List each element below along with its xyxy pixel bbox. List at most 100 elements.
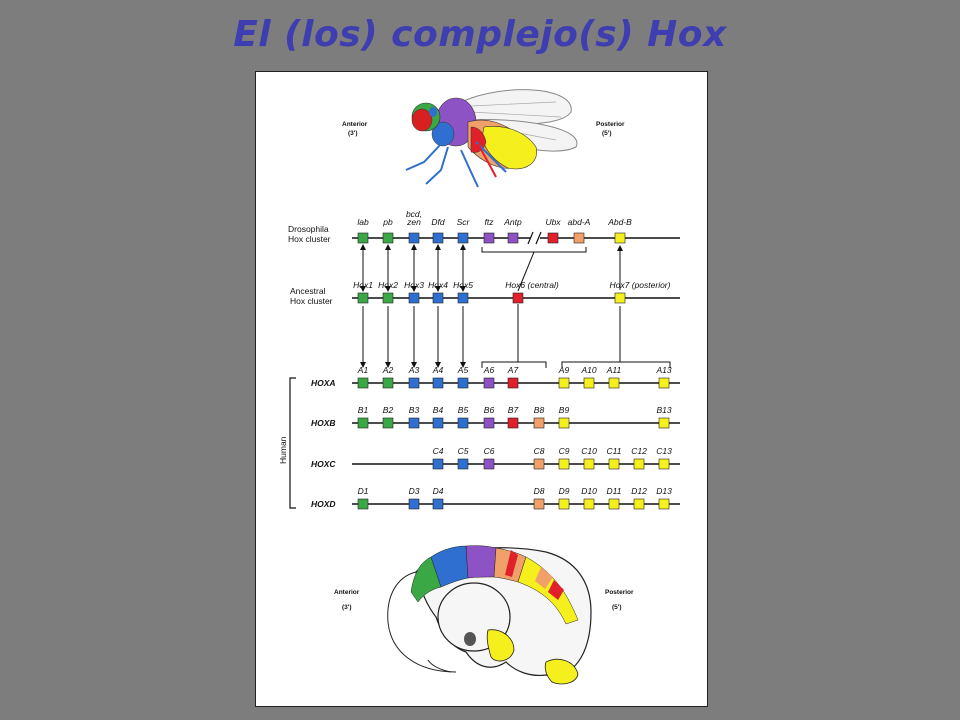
human-bracket (289, 377, 296, 509)
embryo-anterior-sub: (3') (342, 604, 352, 611)
drosophila-gene-6-label: ftz (485, 217, 495, 227)
hoxd-gene-d1-label: D1 (358, 486, 369, 496)
hoxb-gene-b9-label: B9 (559, 405, 570, 415)
hoxa-gene-a6-box (483, 377, 495, 389)
hoxb-gene-b13-box (658, 417, 670, 429)
drosophila-gene-3-label: bcd,zen (406, 209, 422, 227)
hoxd-label: HOXD (311, 499, 336, 509)
hoxa-gene-a9-label: A9 (558, 365, 570, 375)
hoxc-gene-c6-box (483, 458, 495, 470)
hoxb-gene-b9-box (558, 417, 570, 429)
embryo-illustration: Anterior (3') Posterior (5') (334, 545, 634, 685)
hoxc-gene-c6-label: C6 (484, 446, 495, 456)
drosophila-gene-9-label: abd-A (568, 217, 591, 227)
hoxb-gene-b13-label: B13 (656, 405, 671, 415)
homology-arrows (362, 246, 671, 368)
hoxc-gene-c10-box (583, 458, 595, 470)
hoxb-gene-b2-box (382, 417, 394, 429)
hoxd-gene-d13-box (658, 498, 670, 510)
drosophila-gene-5-box (457, 232, 469, 244)
hoxb-label: HOXB (311, 418, 336, 428)
hoxa-gene-a10-box (583, 377, 595, 389)
hoxb-gene-b5-box (457, 417, 469, 429)
drosophila-gene-4-box (432, 232, 444, 244)
hoxc-gene-c5-label: C5 (458, 446, 469, 456)
hoxc-gene-c9-box (558, 458, 570, 470)
hoxb-gene-b1-box (357, 417, 369, 429)
hoxc-gene-c11-box (608, 458, 620, 470)
hoxc-gene-c13-box (658, 458, 670, 470)
drosophila-gene-7-label: Antp (503, 217, 522, 227)
ancestral-gene-3-box (408, 292, 420, 304)
hoxc-gene-c8-label: C8 (534, 446, 545, 456)
hoxd-gene-d9-box (558, 498, 570, 510)
fly-eye (411, 108, 433, 132)
drosophila-gene-2-box (382, 232, 394, 244)
hoxb-gene-b3-label: B3 (409, 405, 420, 415)
hoxd-gene-d3-box (408, 498, 420, 510)
hoxb-gene-b7-box (507, 417, 519, 429)
hoxa-gene-a5-label: A5 (457, 365, 469, 375)
hoxb-gene-b7-label: B7 (508, 405, 519, 415)
hoxd-gene-d8-box (533, 498, 545, 510)
hoxa-gene-a4-box (432, 377, 444, 389)
drosophila-gene-3-box (408, 232, 420, 244)
hoxb-gene-b2-label: B2 (383, 405, 394, 415)
hoxd-gene-d10-box (583, 498, 595, 510)
hoxd-gene-d12-label: D12 (631, 486, 647, 496)
embryo-posterior-sub: (5') (612, 604, 622, 611)
hoxc-gene-c12-label: C12 (631, 446, 647, 456)
hoxb-gene-b6-box (483, 417, 495, 429)
hoxd-gene-d3-label: D3 (409, 486, 420, 496)
drosophila-gene-8-box (547, 232, 559, 244)
arrowheads (360, 244, 623, 368)
hoxb-gene-b1-label: B1 (358, 405, 369, 415)
ancestral-gene-5-box (457, 292, 469, 304)
hoxa-gene-a9-box (558, 377, 570, 389)
ancestral-gene-3-label: Hox3 (404, 280, 424, 290)
hoxa-gene-a6-label: A6 (483, 365, 495, 375)
embryo-tail (387, 571, 457, 673)
hoxa-gene-a13-box (658, 377, 670, 389)
drosophila-gene-10-box (614, 232, 626, 244)
slide-title: El (los) complejo(s) Hox (233, 14, 727, 55)
hoxa-label: HOXA (311, 378, 336, 388)
hoxd-gene-d4-box (432, 498, 444, 510)
ancestral-gene-7-label: Hox7 (posterior) (610, 280, 671, 290)
hoxb-gene-b4-box (432, 417, 444, 429)
ancestral-gene-4-box (432, 292, 444, 304)
hoxc-gene-c12-box (633, 458, 645, 470)
fly-posterior-sub: (5') (602, 130, 612, 137)
fly-anterior-label: Anterior (342, 121, 368, 128)
fly-illustration: Anterior (3') Posterior (5') (342, 89, 625, 188)
hoxa-gene-a5-box (457, 377, 469, 389)
hoxd-gene-d9-label: D9 (559, 486, 570, 496)
drosophila-gene-5-label: Scr (457, 217, 471, 227)
fly-wing-upper (460, 89, 572, 125)
hoxa-gene-a4-label: A4 (432, 365, 444, 375)
hoxc-gene-c9-label: C9 (559, 446, 570, 456)
hoxb-gene-b4-label: B4 (433, 405, 444, 415)
hoxa-gene-a1-label: A1 (357, 365, 369, 375)
ancestral-gene-6-box (512, 292, 524, 304)
embryo-eye (464, 632, 476, 646)
hoxb-gene-b3-box (408, 417, 420, 429)
human-row-label: Human (278, 436, 288, 464)
hoxc-gene-c4-box (432, 458, 444, 470)
ancestral-gene-4-label: Hox4 (428, 280, 448, 290)
hoxd-gene-d11-box (608, 498, 620, 510)
hoxa-gene-a2-label: A2 (382, 365, 394, 375)
drosophila-gene-8-label: Ubx (545, 217, 561, 227)
drosophila-gene-1-label: lab (357, 217, 369, 227)
hoxb-gene-b8-box (533, 417, 545, 429)
fly-anterior-sub: (3') (348, 130, 358, 137)
ancestral-gene-6-label: Hox6 (central) (505, 280, 559, 290)
hoxd-gene-d11-label: D11 (607, 486, 622, 496)
drosophila-gene-7-box (507, 232, 519, 244)
ancestral-gene-2-box (382, 292, 394, 304)
drosophila-gene-9-box (573, 232, 585, 244)
